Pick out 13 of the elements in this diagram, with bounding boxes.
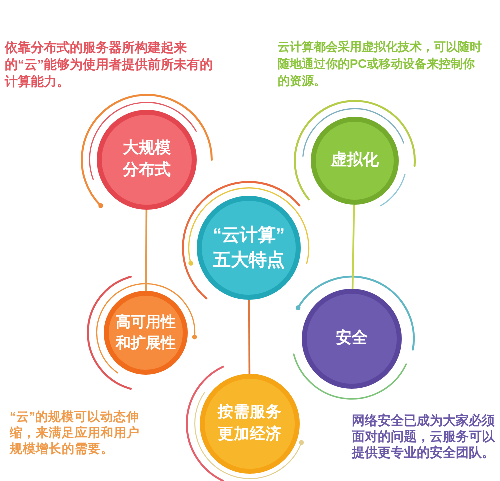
description-text: 云计算都会采用虚拟化技术，可以随时随地通过你的PC或移动设备来控制你的资源。	[278, 39, 483, 90]
feature-title: 大规模分布式	[122, 138, 172, 181]
feature-title: 虚拟化	[330, 150, 380, 171]
feature-title: “云计算”五大特点	[212, 224, 286, 272]
connector-line	[248, 300, 251, 374]
feature-title: 高可用性和扩展性	[114, 313, 177, 354]
connector-line	[145, 210, 148, 291]
feature-title: 按需服务更加经济	[216, 403, 283, 445]
description-text: 网络安全已成为大家必须面对的问题，云服务可以提供更专业的安全团队。	[352, 413, 496, 461]
feature-title: 安全	[334, 328, 369, 349]
connector-line	[352, 204, 356, 290]
description-text: 依靠分布式的服务器所构建起来的“云”能够为使用者提供前所未有的计算能力。	[5, 39, 214, 90]
description-text: “云”的规模可以动态伸缩，来满足应用和用户规模增长的需要。	[10, 409, 141, 457]
